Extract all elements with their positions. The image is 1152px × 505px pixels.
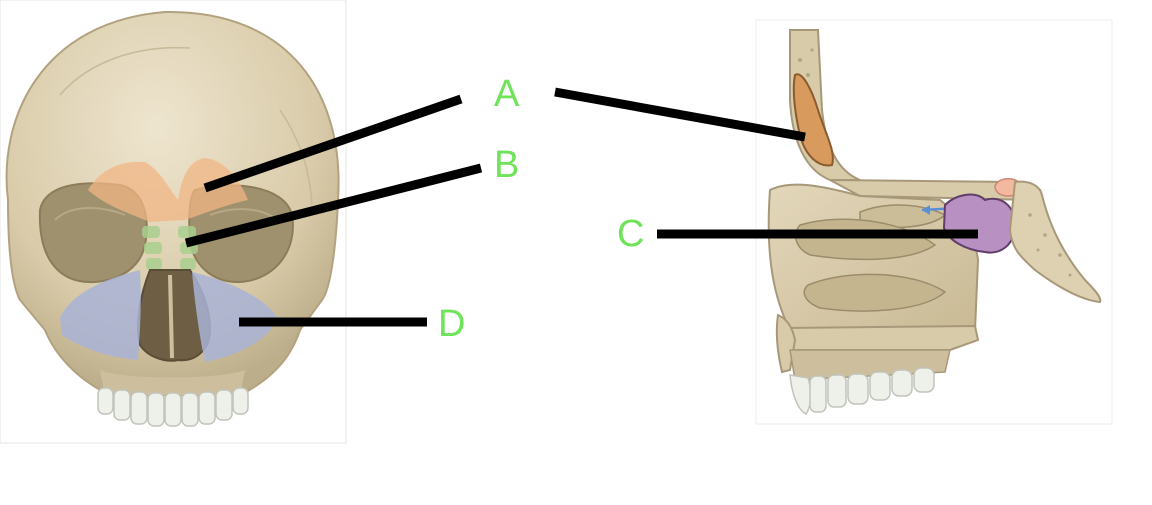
ethmoid-cells	[142, 226, 198, 270]
inferior-concha	[803, 273, 947, 312]
maxillary-sinus-right	[60, 270, 141, 360]
skull-sagittal-icon	[755, 19, 1113, 425]
maxillary-sinus-left	[192, 272, 278, 362]
label-d: D	[438, 303, 466, 345]
leader-line-a-right	[554, 87, 806, 142]
clivus	[1008, 180, 1102, 304]
hard-palate	[783, 324, 980, 351]
frontal-sinus-sagittal	[792, 73, 834, 167]
upper-teeth-sagittal	[789, 367, 935, 415]
skull-front-icon	[0, 0, 347, 444]
label-b: B	[494, 144, 520, 186]
label-c: C	[617, 213, 645, 255]
label-a: A	[494, 73, 520, 115]
frontal-sinus-front	[88, 158, 248, 222]
leader-line-a-left	[203, 94, 463, 193]
middle-concha	[794, 218, 937, 261]
upper-teeth-front	[97, 387, 249, 427]
leader-lines	[184, 87, 978, 327]
leader-line-b	[184, 163, 483, 248]
